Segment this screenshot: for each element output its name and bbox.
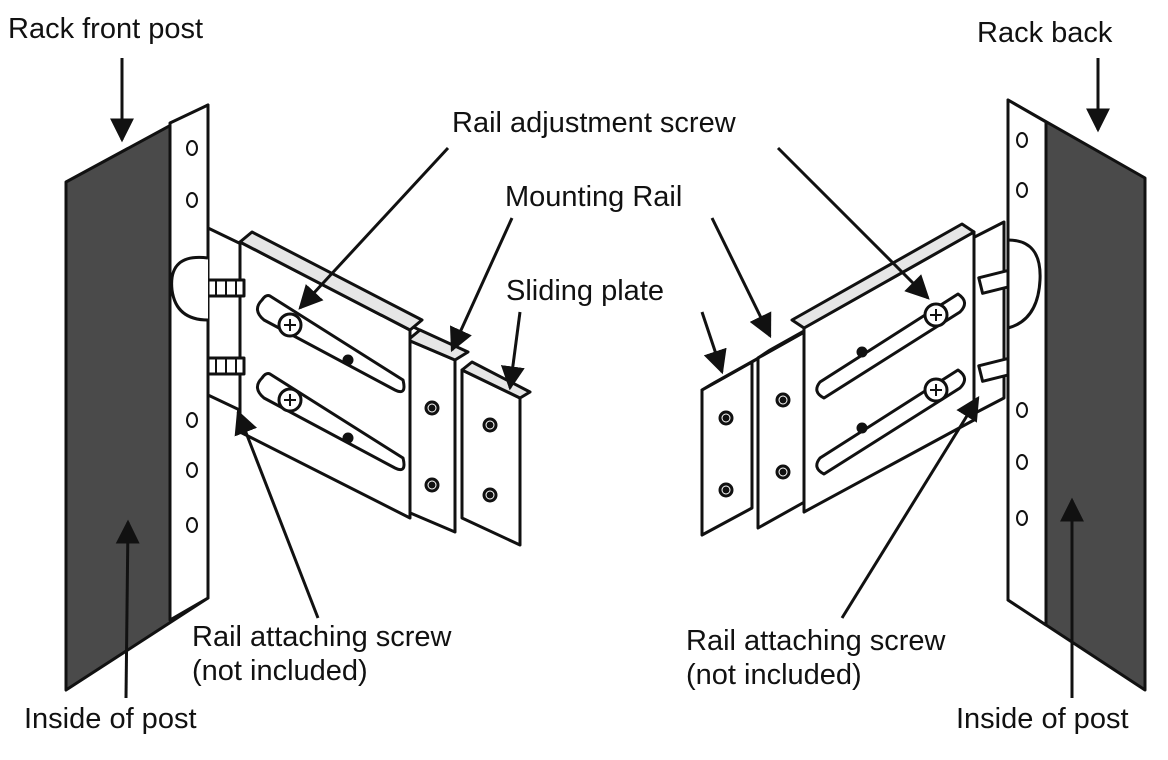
label-rail-attaching-screw-right: Rail attaching screw [686,625,946,657]
label-rail-adjustment-screw: Rail adjustment screw [452,107,736,139]
label-mounting-rail: Mounting Rail [505,181,683,213]
arrow-adjustment-screw-right [776,146,930,300]
arrow-mounting-rail-right [710,217,772,339]
label-not-included-left: (not included) [192,655,368,687]
arrow-attaching-screw-left [234,409,320,619]
arrow-mounting-rail-left [450,217,514,353]
label-rack-front-post: Rack front post [8,13,204,45]
arrow-attaching-screw-right [840,395,980,619]
label-inside-of-post-right: Inside of post [956,703,1129,735]
arrow-adjustment-screw-left [298,146,450,310]
label-inside-of-post-left: Inside of post [24,703,197,735]
right-assembly [700,98,1147,692]
label-rack-back: Rack back [977,17,1113,49]
arrow-sliding-plate-right [700,311,727,375]
label-sliding-plate: Sliding plate [506,275,664,307]
label-rail-attaching-screw-left: Rail attaching screw [192,621,452,653]
left-sliding-plate [460,368,522,547]
label-not-included-right: (not included) [686,659,862,691]
leader-arrows [110,58,1110,699]
right-sliding-plate [700,360,754,537]
arrow-inside-post-left [115,519,140,699]
arrow-sliding-plate-left [500,311,525,391]
left-assembly [64,103,532,692]
